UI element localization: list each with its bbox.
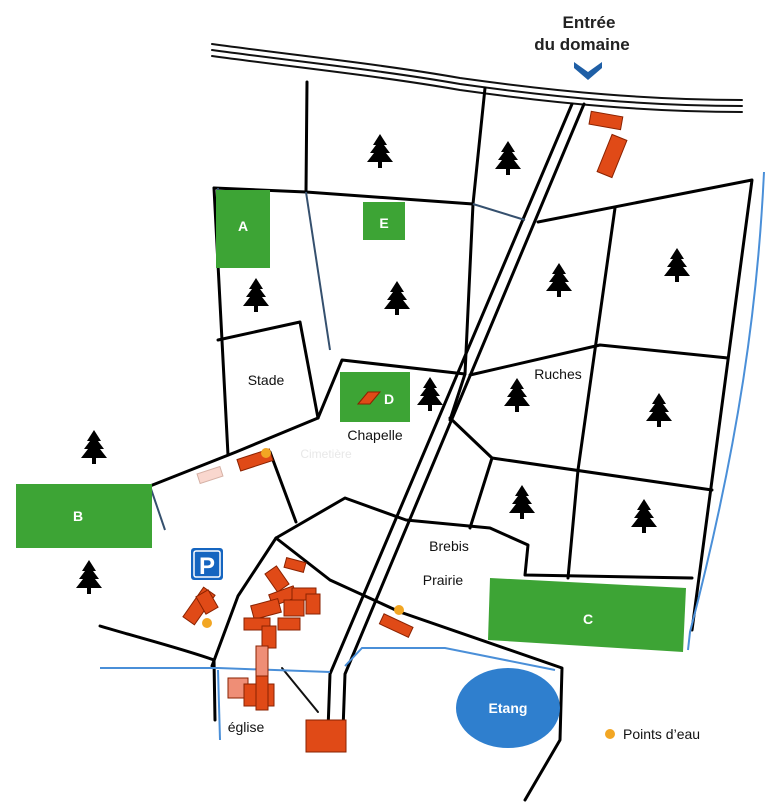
bottom-building xyxy=(305,719,347,753)
legend: Points d’eau xyxy=(605,726,700,742)
tree-icon xyxy=(417,377,443,411)
zone-d-label: D xyxy=(384,391,394,407)
prairie-building xyxy=(378,613,414,638)
main-road xyxy=(326,102,586,732)
tree-icon xyxy=(81,430,107,464)
zone-c[interactable]: C xyxy=(488,578,686,652)
zone-e[interactable]: E xyxy=(363,202,405,240)
label-eglise: église xyxy=(228,719,265,735)
label-cimetiere: Cimetière xyxy=(300,447,352,461)
water-point-legend-icon xyxy=(605,729,615,739)
chevron-down-icon xyxy=(574,62,602,80)
entrance-label-line1: Entrée xyxy=(563,13,616,32)
tree-icon xyxy=(367,134,393,168)
tree-icon xyxy=(76,560,102,594)
tree-icon xyxy=(384,281,410,315)
village-buildings xyxy=(227,556,321,711)
entrance-label-line2: du domaine xyxy=(534,35,629,54)
tree-icon xyxy=(631,499,657,533)
parking-label: P xyxy=(199,553,215,580)
tree-icon xyxy=(546,263,572,297)
label-chapelle: Chapelle xyxy=(347,427,402,443)
streams xyxy=(100,171,765,741)
zone-c-label: C xyxy=(583,611,593,627)
zone-a[interactable]: A xyxy=(216,190,270,268)
legend-water-points-label: Points d’eau xyxy=(623,726,700,742)
field-paths xyxy=(98,80,754,802)
zone-b-label: B xyxy=(73,508,83,524)
tree-icon xyxy=(504,378,530,412)
zone-b[interactable]: B xyxy=(16,484,152,548)
zone-e-label: E xyxy=(379,215,388,231)
entrance-buildings xyxy=(588,110,628,179)
tree-icon xyxy=(664,248,690,282)
label-brebis: Brebis xyxy=(429,538,469,554)
boundary-road xyxy=(211,43,743,113)
tree-icon xyxy=(646,393,672,427)
label-prairie: Prairie xyxy=(423,572,464,588)
tree-icon xyxy=(509,485,535,519)
zone-d[interactable]: D xyxy=(340,372,410,422)
pond xyxy=(456,668,560,748)
pond-label: Etang xyxy=(489,700,528,716)
water-points xyxy=(202,448,404,628)
zone-a-label: A xyxy=(238,218,248,234)
parking-icon[interactable]: P xyxy=(191,548,223,580)
label-ruches: Ruches xyxy=(534,366,581,382)
parking-buildings xyxy=(182,586,219,626)
entrance-marker: Entrée du domaine xyxy=(534,13,630,80)
tree-icon xyxy=(243,278,269,312)
label-stade: Stade xyxy=(248,372,285,388)
tree-icon xyxy=(495,141,521,175)
